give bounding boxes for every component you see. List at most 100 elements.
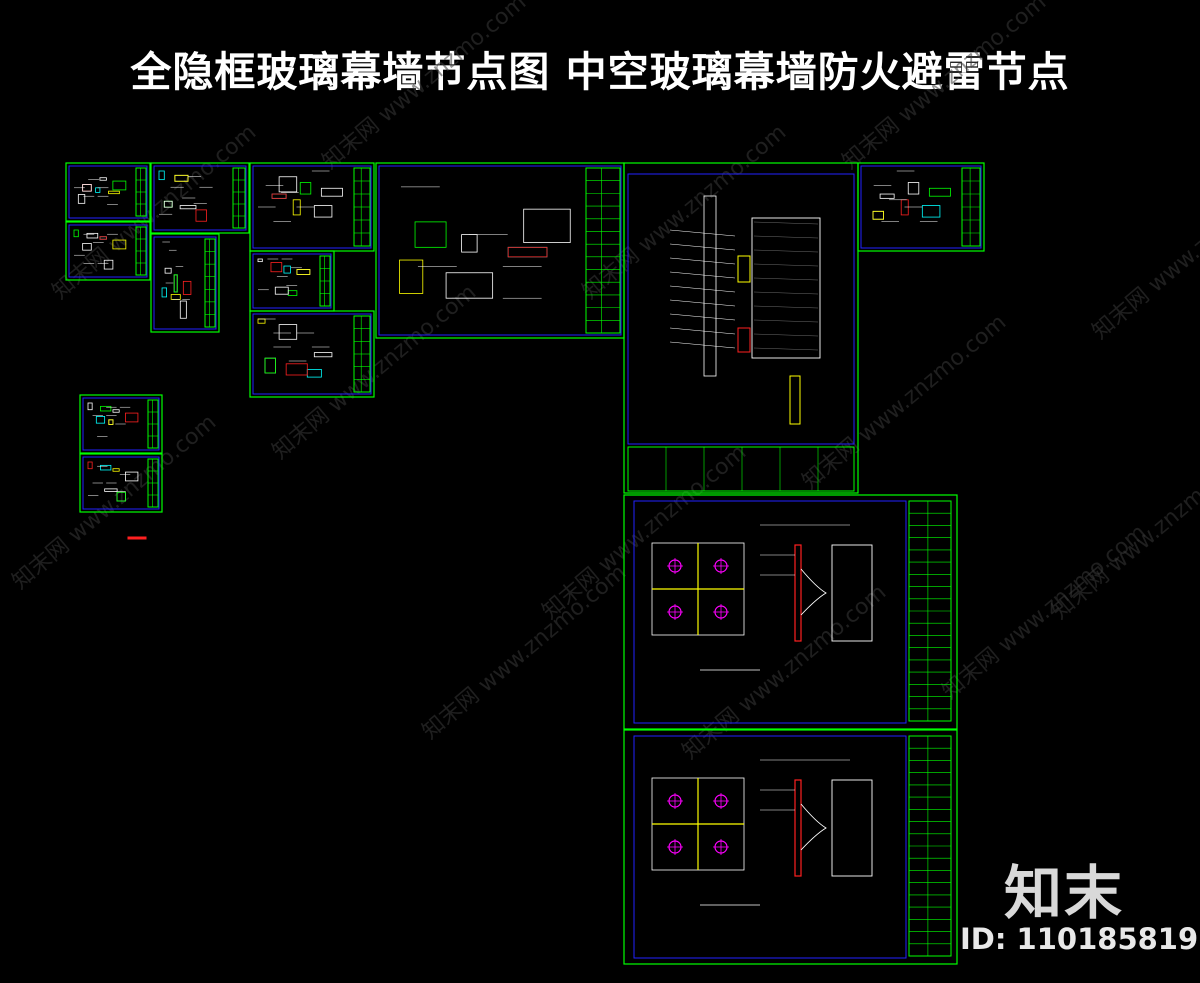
detail-shape	[86, 232, 99, 239]
detail-shape	[100, 464, 112, 471]
sheet-a2	[65, 221, 151, 281]
detail-shape	[125, 412, 139, 423]
title-block	[585, 167, 621, 334]
detail-shape	[95, 416, 106, 424]
detail-shape	[257, 318, 266, 324]
watermark-text: 知末网 www.znzmo.com	[678, 580, 891, 765]
detail-shape	[158, 170, 165, 181]
detail-shape	[104, 488, 118, 492]
hatch-line	[753, 305, 819, 309]
detail-shape	[296, 269, 311, 275]
sheet-d1	[79, 394, 163, 454]
detail-shape	[414, 221, 447, 248]
detail-shape	[257, 258, 263, 263]
detail-shape	[108, 190, 120, 195]
detail-shape	[271, 193, 287, 199]
hatch-line	[753, 347, 819, 351]
sheet-spider-2	[623, 729, 958, 965]
leader-line	[669, 243, 736, 251]
detail-shape	[292, 199, 301, 216]
detail-shape	[100, 405, 112, 412]
leader-line	[669, 229, 736, 237]
detail-shape	[296, 269, 311, 275]
detail-drawing	[257, 318, 333, 378]
image-id-label: ID: 1101858191	[960, 922, 1200, 956]
detail-shape	[313, 352, 333, 358]
glass-section	[794, 544, 802, 642]
glass-section	[794, 779, 802, 877]
watermark-text: 知末网 www.znzmo.com	[318, 0, 531, 175]
title-block	[135, 167, 147, 217]
sheet-b1	[249, 162, 375, 252]
sheet-outer-frame	[375, 162, 625, 339]
fire-stop	[737, 327, 751, 353]
detail-drawing	[399, 186, 571, 299]
watermark-text: 知末网 www.znzmo.com	[938, 520, 1151, 705]
detail-shape	[399, 259, 424, 294]
sheet-outer-frame	[150, 233, 220, 333]
title-block	[353, 167, 371, 247]
detail-shape	[507, 246, 548, 258]
detail-shape	[99, 177, 107, 181]
detail-drawing	[87, 402, 139, 437]
detail-shape	[879, 193, 895, 199]
detail-drawing	[872, 170, 951, 222]
support-member	[831, 544, 873, 642]
sheet-inner-border	[153, 236, 217, 330]
hatch-line	[753, 235, 819, 239]
sheet-a1	[65, 162, 151, 222]
red-marker	[127, 536, 147, 540]
bracket	[737, 255, 751, 283]
leader-line	[669, 341, 736, 349]
detail-shape	[112, 180, 127, 191]
detail-shape	[125, 471, 139, 482]
sheet-d2	[79, 453, 163, 513]
title-block	[319, 255, 331, 307]
lightning-rod	[789, 375, 801, 425]
sheet-inner-border	[252, 313, 372, 395]
sheet-wall-section	[623, 162, 859, 494]
sheet-outer-frame	[79, 453, 163, 513]
detail-shape	[174, 174, 189, 182]
sheet-outer-frame	[623, 494, 958, 730]
detail-shape	[161, 287, 167, 298]
mullion	[703, 195, 717, 377]
watermark-text: 知末网 www.znzmo.com	[838, 0, 1051, 175]
watermark-text: 知末网 www.znzmo.com	[578, 120, 791, 305]
title-block-frame	[585, 167, 621, 334]
sheet-a4	[150, 233, 220, 333]
detail-shape	[264, 357, 277, 374]
detail-drawing	[87, 461, 139, 502]
detail-shape	[900, 199, 909, 216]
sheet-inner-border	[378, 165, 622, 336]
detail-shape	[278, 324, 298, 340]
detail-shape	[270, 262, 283, 273]
title-block	[961, 167, 981, 247]
watermark-text: 知末网 www.znzmo.com	[8, 410, 221, 595]
sheet-inner-border	[68, 165, 148, 219]
detail-shape	[173, 274, 178, 293]
detail-shape	[112, 239, 127, 250]
sheet-inner-border	[82, 397, 160, 451]
detail-shape	[928, 187, 951, 197]
detail-shape	[320, 187, 343, 197]
sheet-outer-frame	[65, 162, 151, 222]
detail-shape	[108, 419, 114, 425]
detail-shape	[195, 209, 207, 222]
detail-shape	[283, 265, 291, 274]
title-block-frame	[204, 238, 216, 328]
title-block	[204, 238, 216, 328]
detail-shape	[179, 300, 187, 319]
sheet-layer	[65, 162, 985, 965]
title-row	[627, 446, 855, 492]
sheet-outer-frame	[79, 394, 163, 454]
detail-shape	[507, 246, 548, 258]
hatch-line	[753, 291, 819, 295]
detail-shape	[299, 182, 312, 195]
detail-drawing	[74, 177, 127, 205]
leader-line	[669, 313, 736, 321]
detail-drawing	[73, 229, 127, 270]
detail-shape	[182, 280, 192, 295]
detail-drawing	[161, 241, 192, 319]
